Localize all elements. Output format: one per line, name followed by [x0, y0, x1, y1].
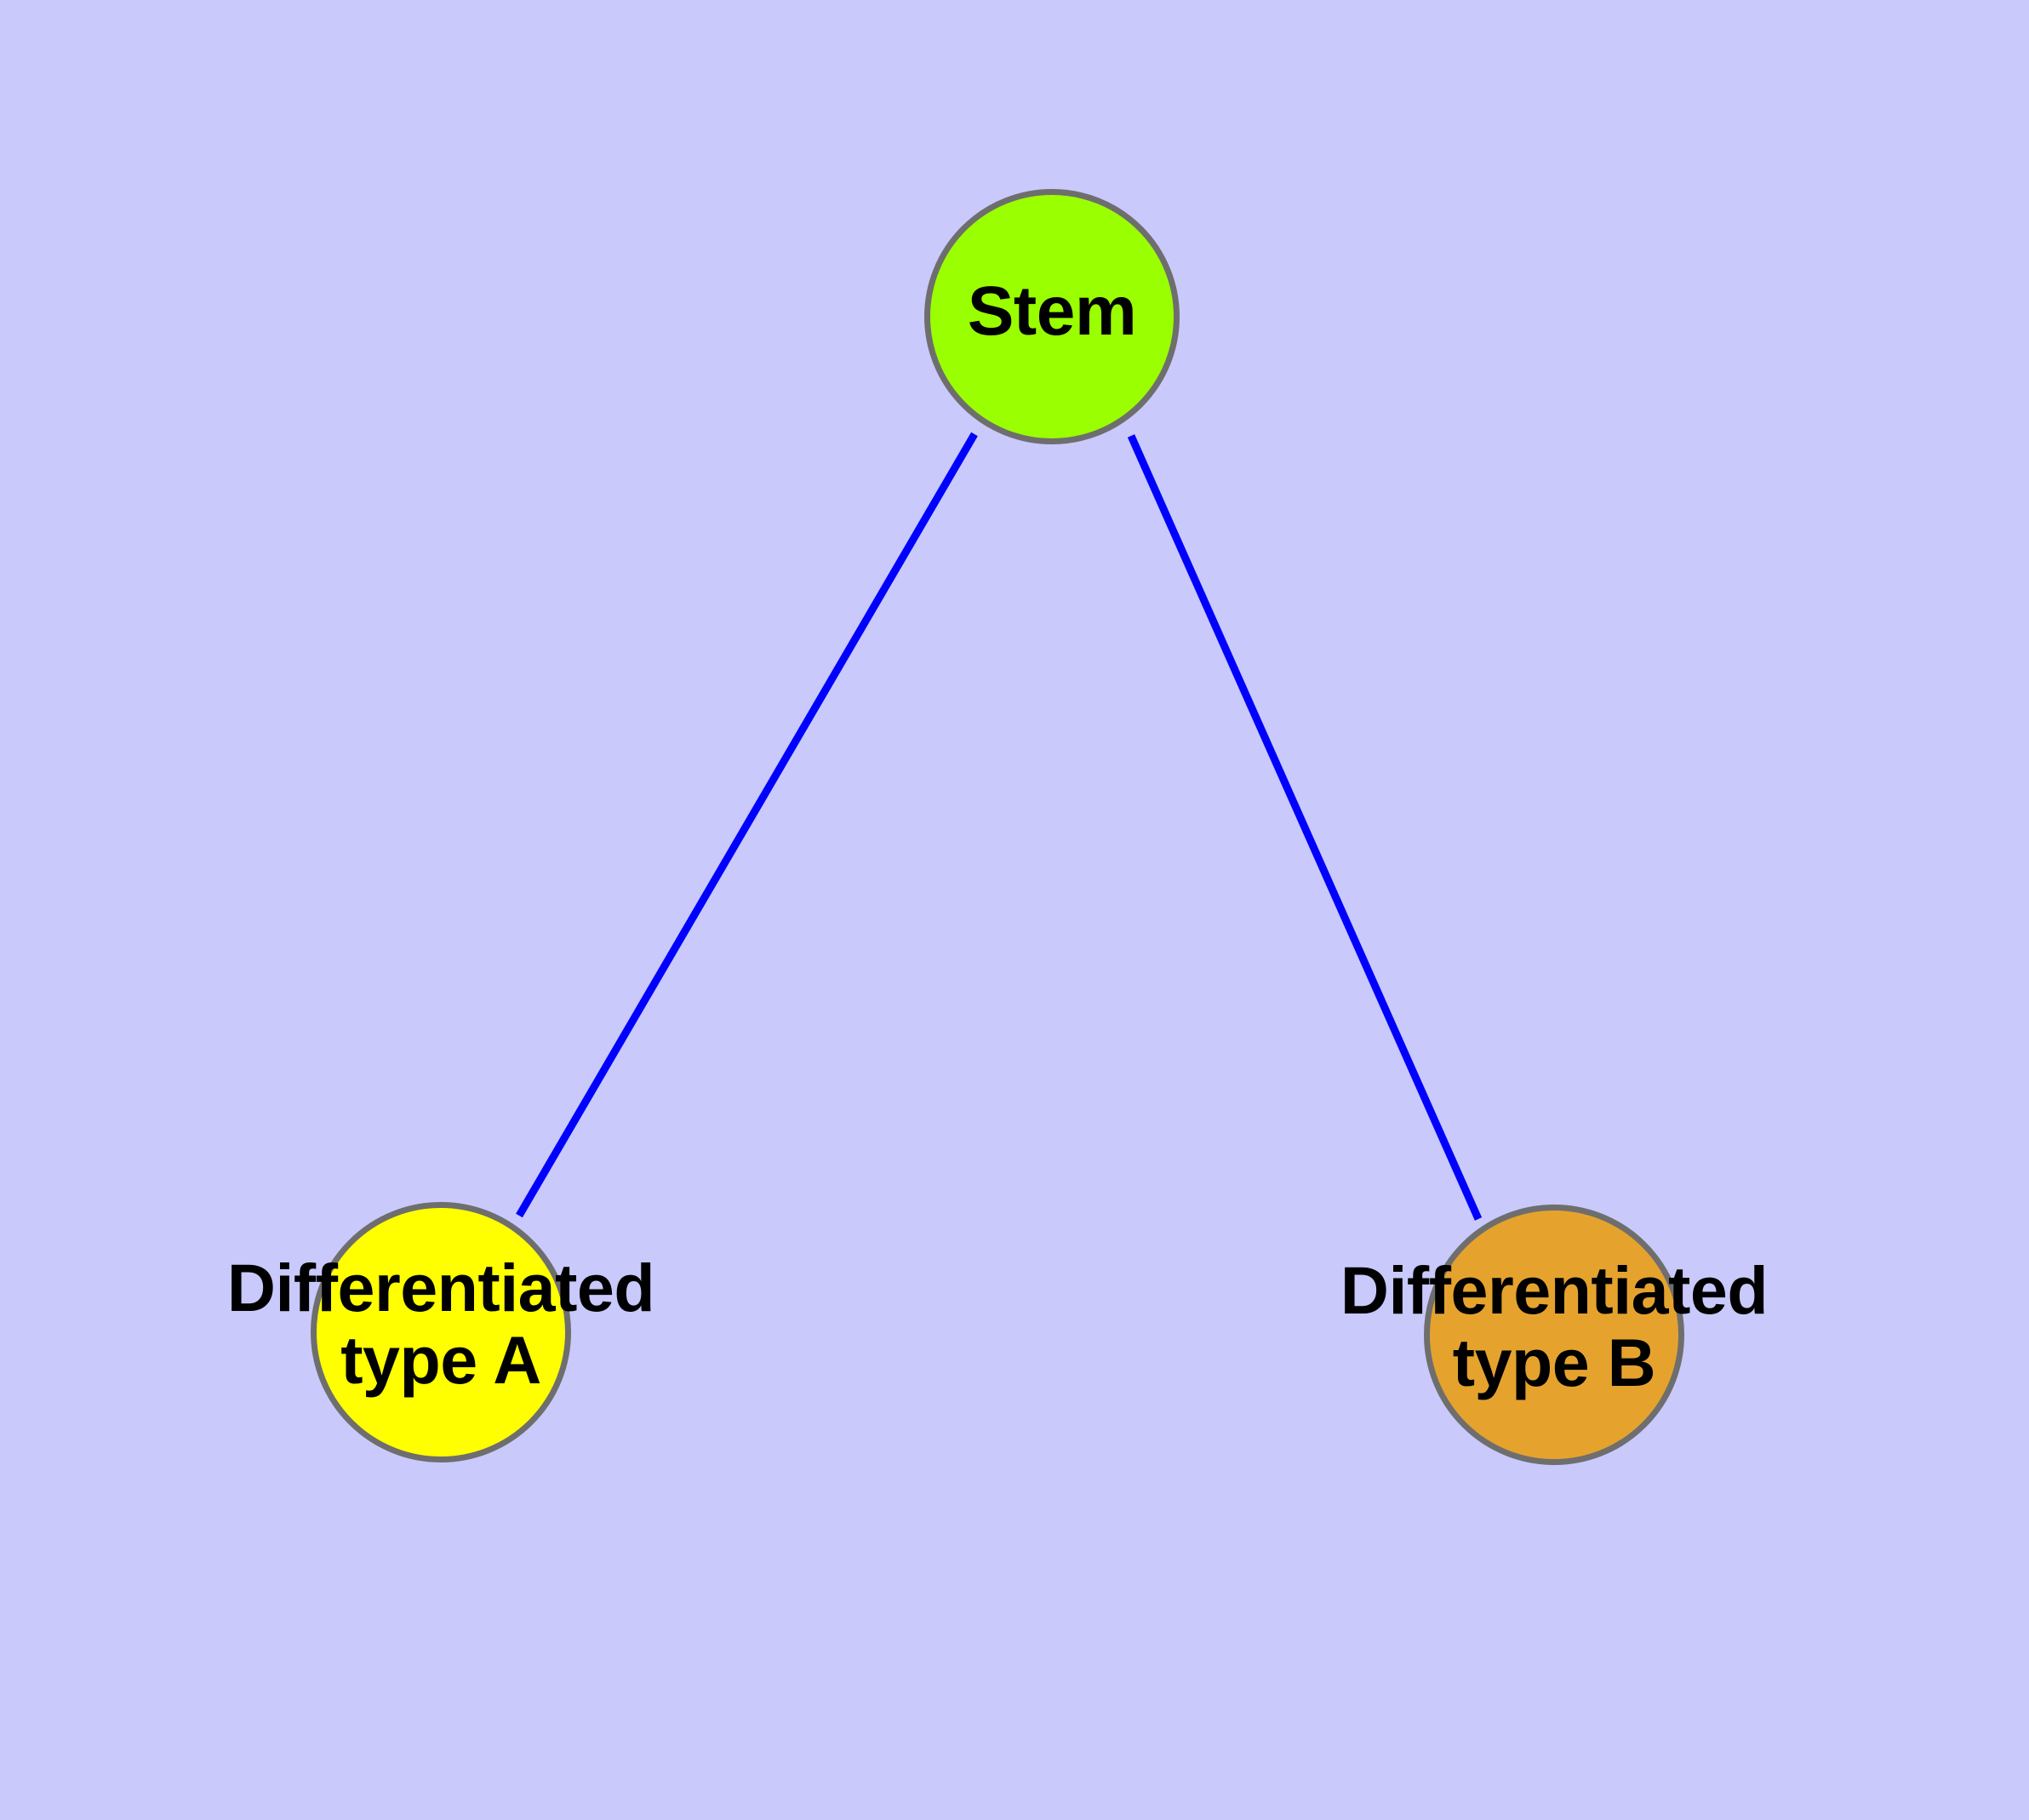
- edge-stem-to-type-b: [1127, 434, 1483, 1221]
- node-differentiated-type-b[interactable]: [1424, 1205, 1684, 1465]
- node-stem[interactable]: [924, 189, 1180, 444]
- edge-stem-to-type-a: [516, 432, 978, 1218]
- node-differentiated-type-a[interactable]: [311, 1202, 571, 1462]
